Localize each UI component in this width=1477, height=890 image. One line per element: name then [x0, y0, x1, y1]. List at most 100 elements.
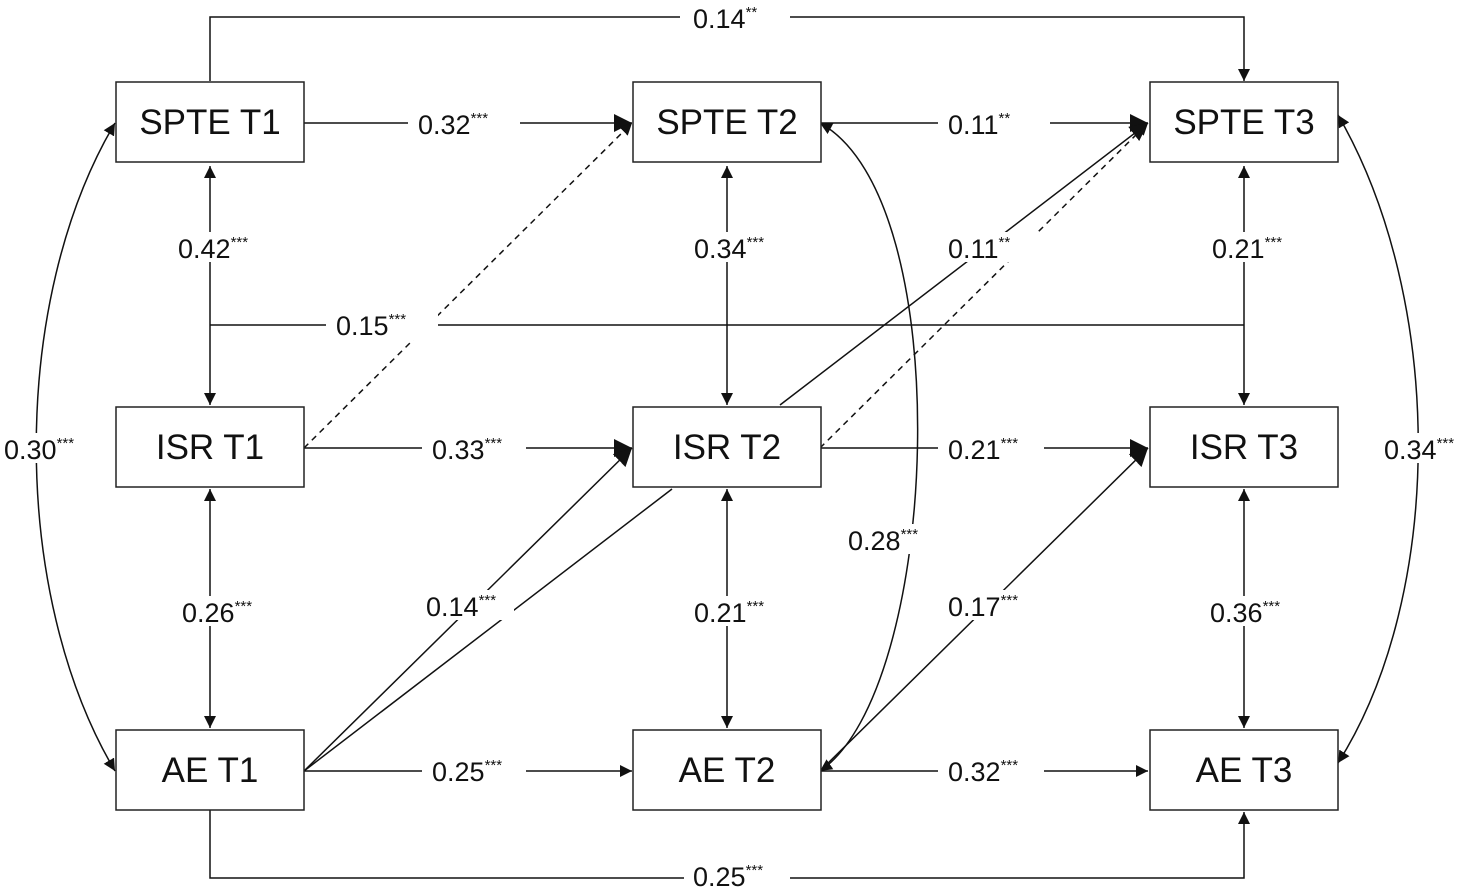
- coef-isr2-ae2: 0.21***: [686, 596, 786, 628]
- coef-spte1-ae1: 0.30***: [0, 433, 96, 465]
- svg-text:0.15***: 0.15***: [336, 311, 406, 341]
- svg-text:0.34***: 0.34***: [1384, 435, 1454, 465]
- coef-value: 0.30: [4, 435, 57, 465]
- coef-value: 0.32: [418, 110, 471, 140]
- coef-value: 0.33: [432, 435, 485, 465]
- coef-isr1-isr2: 0.33***: [422, 433, 526, 465]
- coef-value: 0.25: [432, 757, 485, 787]
- path-isr1-spte2-dashed: [303, 122, 633, 449]
- svg-text:0.34***: 0.34***: [694, 234, 764, 264]
- svg-text:0.42***: 0.42***: [178, 234, 248, 264]
- node-ae-t3-label: AE T3: [1196, 751, 1293, 790]
- coef-sig: ***: [747, 598, 765, 615]
- coef-isr2-isr3: 0.21***: [938, 433, 1044, 465]
- coef-value: 0.21: [948, 435, 1001, 465]
- coef-sig: ***: [485, 757, 503, 774]
- coef-isr2-spte3: 0.11**: [940, 232, 1036, 264]
- coef-sig: ***: [471, 110, 489, 127]
- svg-text:0.33***: 0.33***: [432, 435, 502, 465]
- node-isr-t1-label: ISR T1: [156, 428, 264, 467]
- svg-text:0.30***: 0.30***: [4, 435, 74, 465]
- coef-sig: ***: [485, 435, 503, 452]
- coef-ae1-ae3: 0.25***: [684, 862, 790, 890]
- svg-text:0.25***: 0.25***: [432, 757, 502, 787]
- coef-isr1-ae1: 0.26***: [174, 596, 274, 628]
- svg-text:0.26***: 0.26***: [182, 598, 252, 628]
- svg-text:0.11**: 0.11**: [948, 234, 1010, 264]
- svg-text:0.21***: 0.21***: [1212, 234, 1282, 264]
- svg-text:0.28***: 0.28***: [848, 526, 918, 556]
- node-spte-t2-label: SPTE T2: [656, 103, 797, 142]
- node-isr-t1: ISR T1: [115, 406, 305, 488]
- coef-sig: ***: [231, 234, 249, 251]
- node-spte-t2: SPTE T2: [632, 81, 822, 163]
- coef-sig: ***: [1437, 435, 1455, 452]
- node-ae-t2-label: AE T2: [679, 751, 776, 790]
- coef-value: 0.34: [1384, 435, 1437, 465]
- svg-text:0.11**: 0.11**: [948, 110, 1010, 140]
- coef-value: 0.21: [694, 598, 747, 628]
- node-isr-t2-label: ISR T2: [673, 428, 781, 467]
- coef-sig: ***: [235, 598, 253, 615]
- coef-spte3-ae3: 0.34***: [1380, 433, 1477, 465]
- coef-sig: ***: [479, 592, 497, 609]
- path-isr2-spte3: [779, 122, 1149, 406]
- node-spte-t3: SPTE T3: [1149, 81, 1339, 163]
- coef-spte1-spte3: 0.14**: [680, 2, 790, 34]
- coef-value: 0.21: [1212, 234, 1265, 264]
- coef-value: 0.42: [178, 234, 231, 264]
- node-ae-t3: AE T3: [1149, 729, 1339, 811]
- coef-sig: ***: [1001, 757, 1019, 774]
- coef-sig: ***: [389, 311, 407, 328]
- node-isr-t3-label: ISR T3: [1190, 428, 1298, 467]
- path-spte2-ae2-cov: [819, 122, 919, 772]
- svg-text:0.21***: 0.21***: [948, 435, 1018, 465]
- svg-text:0.14***: 0.14***: [426, 592, 496, 622]
- node-spte-t1-label: SPTE T1: [139, 103, 280, 142]
- coef-spte1-isr1: 0.42***: [170, 232, 274, 264]
- coef-ae2-ae3: 0.32***: [938, 756, 1044, 787]
- svg-text:0.36***: 0.36***: [1210, 598, 1280, 628]
- coef-spte1-spte2: 0.32***: [408, 108, 520, 140]
- coef-sig: ***: [1265, 234, 1283, 251]
- coef-spte1-isr3: 0.15***: [326, 310, 438, 341]
- svg-text:0.21***: 0.21***: [694, 598, 764, 628]
- coef-sig: ***: [1001, 592, 1019, 609]
- coef-sig: ***: [901, 526, 919, 543]
- node-isr-t2: ISR T2: [632, 406, 822, 488]
- coef-value: 0.14: [426, 592, 479, 622]
- coef-value: 0.28: [848, 526, 901, 556]
- svg-text:0.32***: 0.32***: [948, 757, 1018, 787]
- coef-sig: ***: [747, 234, 765, 251]
- path-isr2-spte3-dashed: [819, 122, 1149, 449]
- node-ae-t2: AE T2: [632, 729, 822, 811]
- node-ae-t1-label: AE T1: [162, 751, 259, 790]
- coef-sig: ***: [746, 862, 764, 879]
- coef-value: 0.36: [1210, 598, 1263, 628]
- coef-sig: ***: [57, 435, 75, 452]
- coef-value: 0.11: [948, 110, 999, 140]
- node-spte-t1: SPTE T1: [115, 81, 305, 163]
- svg-text:0.14**: 0.14**: [693, 4, 757, 34]
- coef-ae1-ae2: 0.25***: [422, 756, 526, 787]
- coef-sig: **: [999, 110, 1011, 127]
- coef-sig: **: [999, 234, 1011, 251]
- svg-text:0.17***: 0.17***: [948, 592, 1018, 622]
- coef-sig: **: [746, 4, 758, 21]
- coef-sig: ***: [1263, 598, 1281, 615]
- coef-ae1-isr2: 0.14***: [418, 590, 514, 622]
- coef-value: 0.15: [336, 311, 389, 341]
- node-isr-t3: ISR T3: [1149, 406, 1339, 488]
- coef-ae2-isr3: 0.17***: [940, 590, 1040, 622]
- coef-value: 0.32: [948, 757, 1001, 787]
- coef-spte2-spte3: 0.11**: [938, 108, 1050, 140]
- coef-value: 0.11: [948, 234, 999, 264]
- coef-value: 0.34: [694, 234, 747, 264]
- coef-value: 0.14: [693, 4, 746, 34]
- coef-value: 0.25: [693, 862, 746, 890]
- svg-text:0.25***: 0.25***: [693, 862, 763, 890]
- coef-spte3-isr3: 0.21***: [1204, 232, 1308, 264]
- node-ae-t1: AE T1: [115, 729, 305, 811]
- coef-spte2-isr2: 0.34***: [686, 232, 790, 264]
